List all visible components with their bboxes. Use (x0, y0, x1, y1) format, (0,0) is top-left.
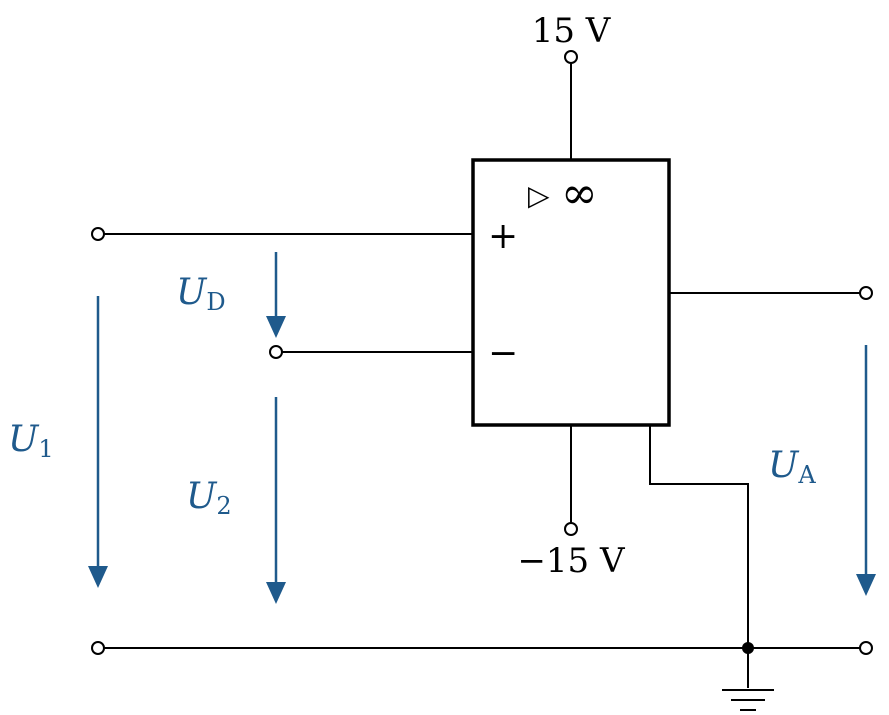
arrow-u2 (266, 397, 286, 604)
label-ua: UA (768, 445, 816, 489)
opamp-plus-sign: + (488, 216, 518, 257)
terminal-input-2 (269, 345, 283, 359)
opamp-triangle-icon: ▷ (528, 179, 550, 212)
terminal-ground-right (859, 641, 873, 655)
label-u2: U2 (186, 476, 232, 520)
opamp-minus-sign: − (488, 333, 518, 374)
label-ud: UD (176, 272, 226, 316)
terminal-positive-supply (564, 50, 578, 64)
label-u1: U1 (8, 419, 54, 463)
negative-supply-label: −15 V (517, 541, 626, 581)
arrow-u1 (88, 296, 108, 588)
ground-icon (722, 689, 774, 711)
wire-reference (649, 425, 749, 688)
terminal-negative-supply (564, 522, 578, 536)
opamp-body (471, 158, 671, 427)
terminal-output (859, 286, 873, 300)
arrow-ua (856, 345, 876, 596)
junction-dot (742, 642, 754, 654)
positive-supply-label: 15 V (532, 11, 612, 51)
terminal-ground-left (91, 641, 105, 655)
terminal-input-1 (91, 227, 105, 241)
opamp-gain-label: ∞ (561, 168, 598, 219)
arrow-ud (266, 252, 286, 338)
